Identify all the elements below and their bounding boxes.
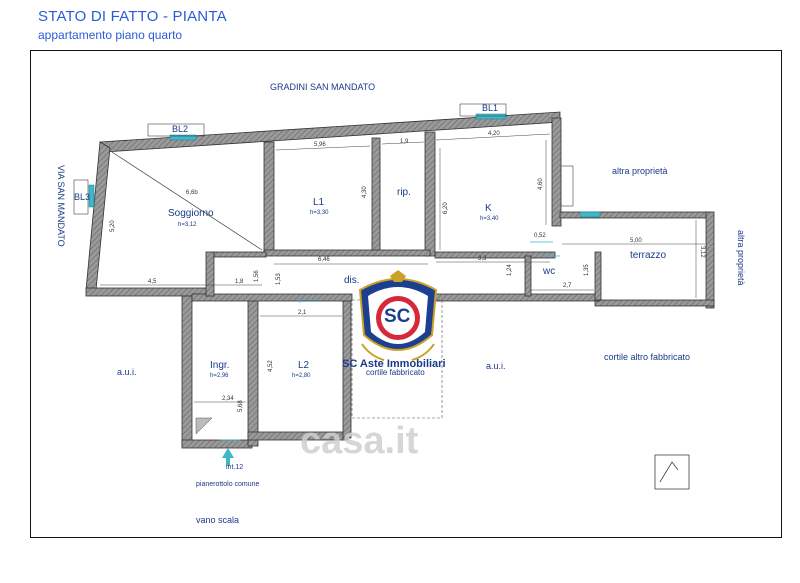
dim-520: 5,20 (110, 220, 116, 232)
room-dis: dis. (344, 275, 360, 286)
dim-430: 4,30 (362, 186, 368, 198)
north-arrow-icon (654, 454, 690, 490)
room-l2: L2 (298, 360, 310, 371)
label-bl2: BL2 (172, 124, 189, 134)
window-bl1 (475, 113, 507, 120)
dim-500: 5,00 (630, 238, 642, 244)
label-gradini: GRADINI SAN MANDATO (270, 82, 376, 92)
outer-walls (85, 111, 715, 449)
label-vano-scala: vano scala (196, 515, 240, 525)
room-k: K (485, 203, 492, 214)
label-altra-proprieta: altra proprietà (612, 166, 668, 176)
balcony-bl3 (73, 179, 89, 215)
wall-bottom-left (85, 287, 211, 297)
wall-kitchen-bottom (434, 251, 556, 259)
dim-18: 1,8 (235, 279, 244, 285)
label-cortile-fabbricato: cortile fabbricato (366, 368, 425, 377)
logo-monogram: SC (384, 306, 411, 327)
label-altra-proprieta-right: altra proprietà (736, 230, 746, 286)
label-aui-right: a.u.i. (486, 361, 506, 371)
label-pianerottolo: pianerottolo comune (196, 481, 260, 488)
dim-45: 4,5 (148, 279, 157, 285)
dim-234: 2,34 (222, 396, 234, 402)
wall-soggiorno-right (263, 141, 275, 255)
window-bl3 (88, 184, 95, 208)
dim-153: 1,53 (276, 273, 282, 285)
entrance-arrow-icon (222, 448, 234, 466)
logo-text: SC Aste Immobiliari (342, 358, 446, 370)
page-subtitle: appartamento piano quarto (38, 28, 183, 42)
wall-kitchen-right (551, 117, 562, 227)
room-soggiorno: Soggiorno (168, 208, 214, 219)
dim-21: 2,1 (298, 310, 307, 316)
dimension-lines (100, 133, 705, 403)
dim-135: 1,35 (584, 264, 590, 276)
dim-19: 1,9 (400, 139, 409, 145)
watermark-casa-it: casa.it (300, 420, 419, 462)
wall-terrace-right (705, 211, 715, 309)
wall-disimpegno-left (205, 251, 215, 297)
label-bl1: BL1 (482, 103, 499, 113)
dim-620: 6,20 (443, 202, 449, 214)
dim-052: 0,52 (534, 233, 546, 239)
wall-terrace-bottom (594, 299, 715, 307)
balcony-bl1 (459, 103, 507, 117)
window-terrace (579, 211, 601, 218)
drawing-frame (30, 50, 782, 538)
room-ingr-height: h=2,96 (210, 373, 229, 379)
wall-corridor-top (263, 249, 431, 257)
windows (88, 113, 601, 218)
wall-wc-left (524, 255, 532, 297)
balcony-kitchen (560, 165, 574, 207)
wall-lower-segment (213, 251, 267, 258)
dim-452: 4,52 (268, 360, 274, 372)
wall-mid-bottom (191, 293, 353, 302)
dim-33: 3,3 (478, 256, 487, 262)
label-cortile-altro: cortile altro fabbricato (604, 352, 691, 362)
dim-124: 1,24 (507, 264, 513, 276)
label-via: VIA SAN MANDATO (56, 165, 66, 247)
wall-ingr-left (181, 295, 193, 447)
wall-bottom-main (429, 293, 601, 302)
balconies (73, 103, 574, 215)
label-aui-left: a.u.i. (117, 367, 137, 377)
dim-596: 5,96 (314, 142, 326, 148)
window-bl2 (169, 134, 197, 141)
dim-460: 4,60 (538, 178, 544, 190)
room-wc: wc (543, 266, 556, 277)
wall-rip-right (424, 131, 436, 257)
room-l1: L1 (313, 197, 325, 208)
balcony-bl2 (147, 123, 205, 137)
room-l2-height: h=2,80 (292, 373, 311, 379)
dim-646: 6,46 (318, 257, 330, 263)
wall-left (85, 141, 111, 291)
room-soggiorno-height: h=3,12 (178, 222, 197, 228)
label-bl3: BL3 (74, 192, 91, 202)
dim-27: 2,7 (563, 283, 572, 289)
room-l1-height: h=3,30 (310, 210, 329, 216)
room-k-height: h=3,40 (480, 216, 499, 222)
room-rip: rip. (397, 187, 411, 198)
wall-ingr-bottom (181, 439, 253, 449)
step-icon (195, 417, 213, 435)
page-title: STATO DI FATTO - PIANTA (38, 8, 227, 25)
wall-l1-right (371, 137, 381, 255)
dim-312: 3,12 (699, 246, 705, 258)
diagonal-soggiorno (111, 151, 263, 251)
wall-l2-left (247, 295, 259, 447)
dim-669: 6,6b (186, 190, 198, 196)
wall-wc-right (594, 251, 602, 301)
doors (220, 241, 560, 441)
dim-568: 5,68 (238, 400, 244, 412)
room-terrazzo: terrazzo (630, 250, 667, 261)
label-int: int.12 (226, 464, 244, 471)
dim-420: 4,20 (488, 131, 500, 137)
room-ingr: Ingr. (210, 360, 230, 371)
dim-156: 1,56 (254, 270, 260, 282)
